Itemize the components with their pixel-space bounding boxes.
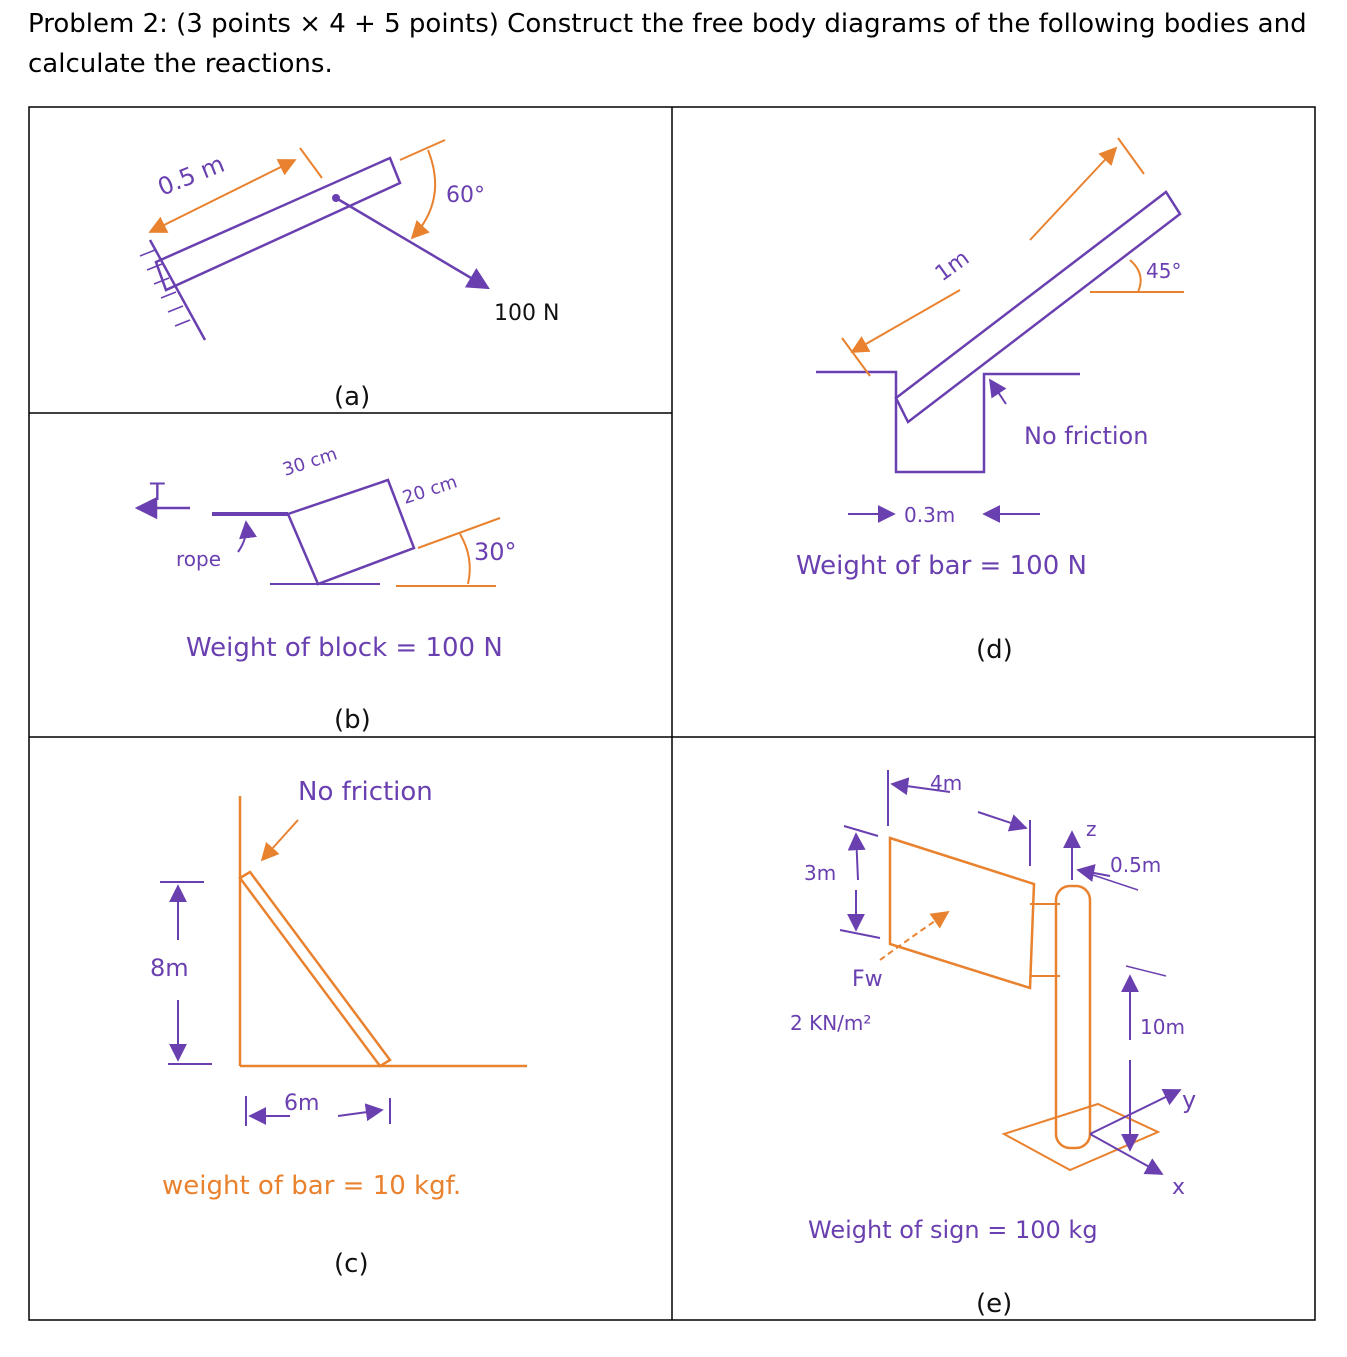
- panel-d: 1m 45° No friction 0.3m Weight of bar = …: [796, 137, 1184, 665]
- b-rope-label: rope: [176, 547, 221, 571]
- e-z-label: z: [1086, 817, 1097, 841]
- d-weight-label: Weight of bar = 100 N: [796, 551, 1087, 581]
- c-height-label: 8m: [150, 954, 189, 982]
- panel-grid: [28, 106, 1316, 1321]
- d-friction-label: No friction: [1024, 422, 1148, 450]
- e-caption: (e): [976, 1289, 1012, 1319]
- c-base-label: 6m: [284, 1091, 319, 1116]
- e-weight-label: Weight of sign = 100 kg: [808, 1216, 1098, 1244]
- panel-c: No friction 8m 6m weight of bar = 10 kgf…: [150, 777, 527, 1279]
- d-caption: (d): [976, 635, 1013, 665]
- e-wind-label: Fw: [852, 967, 883, 992]
- e-offset-label: 0.5m: [1110, 853, 1161, 877]
- panel-a: 0.5 m 60° 100 N (a): [139, 139, 559, 412]
- c-friction-label: No friction: [298, 777, 433, 807]
- a-caption: (a): [334, 382, 370, 412]
- b-dim1-label: 30 cm: [280, 443, 340, 480]
- a-length-label: 0.5 m: [154, 150, 229, 202]
- e-width-label: 4m: [930, 771, 962, 795]
- problem-statement: Problem 2: (3 points × 4 + 5 points) Con…: [28, 9, 1307, 79]
- e-pressure-label: 2 KN/m²: [790, 1011, 871, 1035]
- e-height-label: 3m: [804, 861, 836, 885]
- e-x-label: x: [1172, 1175, 1185, 1200]
- e-y-label: y: [1182, 1086, 1196, 1114]
- c-caption: (c): [334, 1249, 369, 1279]
- panel-e: 4m 3m z 0.5m 10m y x Fw 2 KN/m² Weight o…: [790, 770, 1196, 1319]
- d-gap-label: 0.3m: [904, 503, 955, 527]
- b-caption: (b): [334, 705, 371, 735]
- d-angle-label: 45°: [1146, 259, 1181, 283]
- panel-b: T rope 30 cm 20 cm 30° Weight of block =…: [134, 443, 517, 735]
- d-length-label: 1m: [931, 246, 974, 287]
- b-weight-label: Weight of block = 100 N: [186, 633, 503, 663]
- e-pole-label: 10m: [1140, 1015, 1185, 1039]
- b-angle-label: 30°: [474, 538, 517, 566]
- c-weight-label: weight of bar = 10 kgf.: [162, 1171, 461, 1201]
- a-angle-label: 60°: [446, 183, 485, 208]
- a-force-label: 100 N: [494, 301, 559, 326]
- b-dim2-label: 20 cm: [400, 471, 460, 508]
- b-tension-label: T: [149, 478, 165, 506]
